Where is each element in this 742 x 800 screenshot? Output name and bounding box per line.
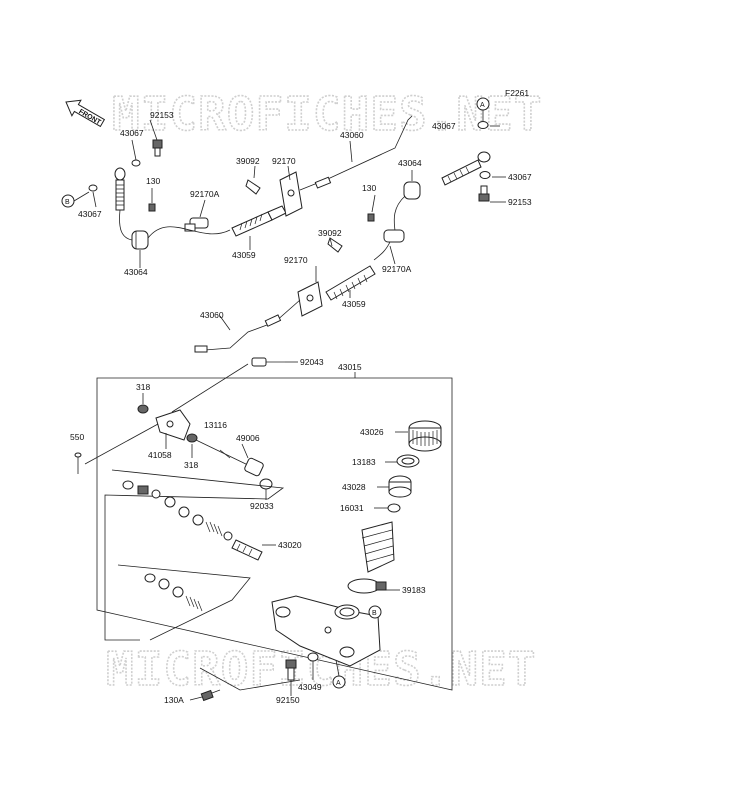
washer-43049 (307, 652, 319, 662)
banjo-fitting-right (441, 151, 491, 186)
yoke-41058 (155, 409, 191, 441)
bolt-92153-right (478, 185, 490, 202)
label-92153-left: 92153 (150, 110, 174, 120)
float-43028 (388, 475, 412, 498)
bolt-92150 (285, 659, 297, 681)
callout-a-bottom: A (332, 675, 346, 689)
bracket-92170-lower (297, 281, 323, 317)
label-92170a-left: 92170A (190, 189, 220, 199)
label-13116: 13116 (204, 420, 227, 430)
label-39092-upper: 39092 (236, 156, 260, 166)
label-43049: 43049 (298, 682, 322, 692)
diagram-code: F2261 (505, 88, 529, 98)
clip-39092-upper (245, 179, 261, 195)
bolt-130a (200, 689, 221, 702)
label-92150: 92150 (276, 695, 300, 705)
cable-end-43060-lower (264, 314, 282, 327)
bolt-130-left (148, 203, 156, 212)
push-rod-13116 (195, 439, 251, 467)
reservoir-hose-43026 (361, 521, 395, 573)
grommet-43064-left (131, 230, 149, 250)
label-43015: 43015 (338, 362, 362, 372)
nut-318-a (137, 404, 149, 414)
washer-43067-d (479, 171, 491, 179)
label-92170-upper: 92170 (272, 156, 296, 166)
nut-318-b (186, 433, 198, 443)
label-43067-a: 43067 (120, 128, 144, 138)
seal-16031 (387, 503, 401, 513)
label-92033: 92033 (250, 501, 274, 511)
label-16031: 16031 (340, 503, 364, 513)
label-43067-b: 43067 (78, 209, 102, 219)
label-43064-left: 43064 (124, 267, 148, 277)
label-43060-upper: 43060 (340, 130, 364, 140)
label-550: 550 (70, 432, 84, 442)
label-130a: 130A (164, 695, 184, 705)
clip-39092-lower (327, 237, 343, 253)
label-318-a: 318 (136, 382, 150, 392)
hose-clamp-39183 (347, 578, 387, 594)
cable-tip-43060-lower (194, 345, 208, 353)
label-92170-lower: 92170 (284, 255, 308, 265)
grommet-43064-right (403, 181, 421, 200)
label-130-left: 130 (146, 176, 160, 186)
label-49006: 49006 (236, 433, 260, 443)
washer-43067-c (477, 121, 489, 129)
internal-kit-frame (104, 469, 285, 641)
internal-parts-43020 (122, 480, 263, 612)
label-41058: 41058 (148, 450, 172, 460)
bolt-130-right (367, 213, 375, 222)
label-43028: 43028 (342, 482, 366, 492)
label-318-b: 318 (184, 460, 198, 470)
callout-b-left: B (61, 194, 75, 208)
bracket-92170-upper (279, 171, 303, 217)
pin-92043 (251, 357, 285, 367)
front-arrow-icon: FRONT (65, 99, 106, 128)
pin-550 (74, 452, 82, 474)
reservoir-cap-43026 (408, 420, 442, 452)
assembly-frame-43015 (96, 377, 453, 691)
master-cylinder-body (271, 595, 381, 667)
cylinder-43059-upper (231, 205, 287, 237)
label-130-right: 130 (362, 183, 376, 193)
label-43060-lower: 43060 (200, 310, 224, 320)
part-labels: 92153 43067 130 43067 43064 92170A 39092… (70, 110, 532, 705)
boot-49006 (244, 457, 264, 477)
label-43067-c: 43067 (432, 121, 456, 131)
watermark-top: MICROFICHES.NET (112, 87, 542, 141)
clamp-92170a-right (383, 229, 405, 243)
washer-43067-b (88, 184, 98, 192)
svg-text:A: A (336, 680, 341, 687)
bolt-92153-left (152, 139, 163, 157)
ring-92033 (259, 478, 273, 490)
callout-b-bottom: B (368, 605, 382, 619)
clamp-92170a-left (184, 217, 209, 232)
callout-a-top: A (476, 97, 490, 111)
washer-43067-a (131, 159, 141, 167)
label-92043: 92043 (300, 357, 324, 367)
svg-text:B: B (372, 610, 377, 617)
svg-text:B: B (65, 199, 70, 206)
label-43067-d: 43067 (508, 172, 532, 182)
label-43064-right: 43064 (398, 158, 422, 168)
banjo-fitting-left (114, 167, 126, 211)
label-92170a-right: 92170A (382, 264, 412, 274)
svg-text:A: A (480, 102, 485, 109)
label-43020: 43020 (278, 540, 302, 550)
label-39092-lower: 39092 (318, 228, 342, 238)
cylinder-43059-lower (325, 265, 376, 301)
label-13183: 13183 (352, 457, 376, 467)
label-43059-lower: 43059 (342, 299, 366, 309)
cable-end-43060-upper (314, 176, 332, 189)
label-39183: 39183 (402, 585, 426, 595)
label-43059-upper: 43059 (232, 250, 256, 260)
label-92153-right: 92153 (508, 197, 532, 207)
label-43026: 43026 (360, 427, 384, 437)
leader-lines (92, 125, 506, 701)
